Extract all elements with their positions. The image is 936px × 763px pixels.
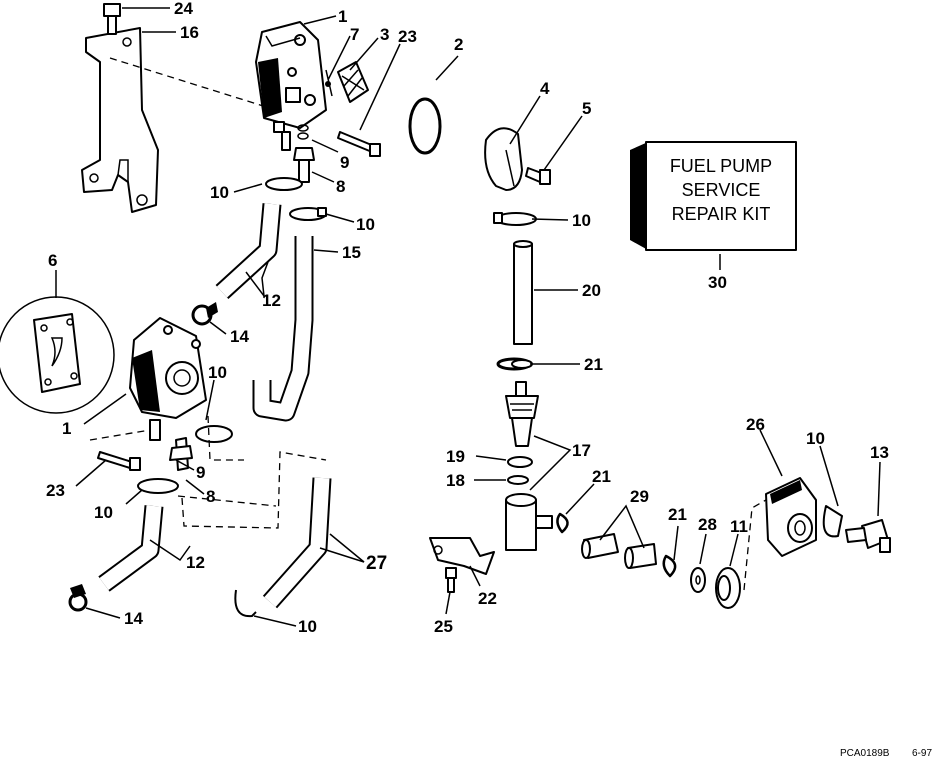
leader-lines bbox=[55, 7, 881, 627]
filter-bowl bbox=[505, 493, 553, 551]
o-ring-2 bbox=[408, 97, 442, 155]
callout-labels: 24 16 1 7 3 23 2 4 5 9 8 10 10 15 10 30 … bbox=[46, 0, 889, 636]
hose-clamp-lower-10 bbox=[137, 425, 233, 494]
label-23-lower: 23 bbox=[46, 481, 65, 500]
fuel-hose-27 bbox=[262, 477, 332, 609]
label-23-upper: 23 bbox=[398, 27, 417, 46]
o-ring-18 bbox=[507, 475, 529, 485]
label-10-upper-right: 10 bbox=[356, 215, 375, 234]
label-7: 7 bbox=[350, 25, 359, 44]
cover-screw-5 bbox=[525, 167, 551, 185]
label-15: 15 bbox=[342, 243, 361, 262]
label-10-far-right: 10 bbox=[806, 429, 825, 448]
label-1-lower: 1 bbox=[62, 419, 71, 438]
label-14-lower: 14 bbox=[124, 609, 143, 628]
label-11: 11 bbox=[730, 517, 748, 536]
label-14-upper: 14 bbox=[230, 327, 249, 346]
label-3: 3 bbox=[380, 25, 389, 44]
label-1-upper: 1 bbox=[338, 7, 347, 26]
label-29: 29 bbox=[630, 487, 649, 506]
label-28: 28 bbox=[698, 515, 717, 534]
label-22: 22 bbox=[478, 589, 497, 608]
filter-fitting-17 bbox=[505, 381, 539, 447]
label-13: 13 bbox=[870, 443, 889, 462]
label-20: 20 bbox=[582, 281, 601, 300]
label-10-bottom: 10 bbox=[298, 617, 317, 636]
service-kit-box: FUEL PUMP SERVICE REPAIR KIT bbox=[630, 141, 797, 251]
figure-code: PCA0189B bbox=[840, 748, 890, 759]
label-21-top: 21 bbox=[584, 355, 603, 374]
label-26: 26 bbox=[746, 415, 765, 434]
label-12-upper: 12 bbox=[262, 291, 281, 310]
pump-screw-lower bbox=[97, 451, 141, 471]
fuel-hose-12-upper bbox=[215, 203, 282, 300]
washer-28 bbox=[690, 567, 706, 593]
label-18: 18 bbox=[446, 471, 465, 490]
label-25: 25 bbox=[434, 617, 453, 636]
label-8-lower: 8 bbox=[206, 487, 215, 506]
label-10-lower-pump: 10 bbox=[208, 363, 227, 382]
mounting-clamp-22 bbox=[429, 537, 495, 575]
figure-date: 6-97 bbox=[912, 748, 932, 759]
hose-clip-21-mid bbox=[556, 512, 569, 534]
hose-clamp-10-far-right bbox=[822, 505, 843, 538]
upper-washers bbox=[281, 124, 315, 183]
label-27: 27 bbox=[366, 553, 387, 574]
fuel-pump-lower bbox=[129, 317, 207, 441]
label-2: 2 bbox=[454, 35, 463, 54]
fuel-hose-12-lower bbox=[98, 505, 164, 592]
service-kit-line1: FUEL PUMP bbox=[670, 156, 772, 176]
lower-fitting bbox=[169, 437, 193, 471]
fuel-hose-20 bbox=[513, 240, 533, 345]
hose-clamp-10-bottom bbox=[234, 589, 257, 618]
label-10-upper-left: 10 bbox=[210, 183, 229, 202]
service-kit-line3: REPAIR KIT bbox=[672, 204, 771, 224]
mounting-bracket bbox=[81, 27, 159, 213]
label-9-upper: 9 bbox=[340, 153, 349, 172]
bracket-bolt bbox=[103, 3, 121, 35]
fuel-filter-26 bbox=[765, 477, 817, 557]
hose-clamp-upper-left bbox=[265, 177, 303, 191]
label-6: 6 bbox=[48, 251, 57, 270]
routing-lines bbox=[89, 57, 327, 529]
fuel-pump-upper bbox=[255, 21, 327, 133]
screw-25 bbox=[445, 567, 457, 593]
hose-clip-21-right bbox=[662, 554, 677, 578]
hose-pieces-29 bbox=[581, 533, 657, 569]
elbow-fitting-13 bbox=[845, 519, 891, 553]
label-10-lower-left: 10 bbox=[94, 503, 113, 522]
label-4: 4 bbox=[540, 79, 550, 98]
fuel-hose-15 bbox=[252, 236, 314, 422]
hose-clamp-10-right bbox=[493, 212, 537, 226]
label-19: 19 bbox=[446, 447, 465, 466]
label-9-lower: 9 bbox=[196, 463, 205, 482]
label-12-lower: 12 bbox=[186, 553, 205, 572]
pump-diaphragm bbox=[337, 61, 369, 103]
filter-cover-4 bbox=[484, 127, 523, 191]
label-5: 5 bbox=[582, 99, 591, 118]
label-10-right-clamp: 10 bbox=[572, 211, 591, 230]
gasket-inset-circle bbox=[0, 296, 115, 414]
pump-gasket bbox=[325, 69, 333, 97]
label-8-upper: 8 bbox=[336, 177, 345, 196]
o-ring-19 bbox=[507, 456, 533, 468]
hose-clip-14-lower bbox=[68, 584, 88, 612]
routing-line-right bbox=[743, 499, 767, 591]
label-17: 17 bbox=[572, 441, 591, 460]
label-21-mid: 21 bbox=[592, 467, 611, 486]
hose-clip-21-top bbox=[496, 357, 533, 371]
hose-clip-14-upper bbox=[191, 302, 218, 326]
label-24: 24 bbox=[174, 0, 193, 18]
service-kit-line2: SERVICE bbox=[682, 180, 761, 200]
grommet-11 bbox=[715, 567, 741, 609]
pump-screw-upper bbox=[337, 131, 381, 157]
label-30: 30 bbox=[708, 273, 727, 292]
hose-clamp-upper-right bbox=[289, 207, 327, 221]
label-16: 16 bbox=[180, 23, 199, 42]
label-21-right: 21 bbox=[668, 505, 687, 524]
